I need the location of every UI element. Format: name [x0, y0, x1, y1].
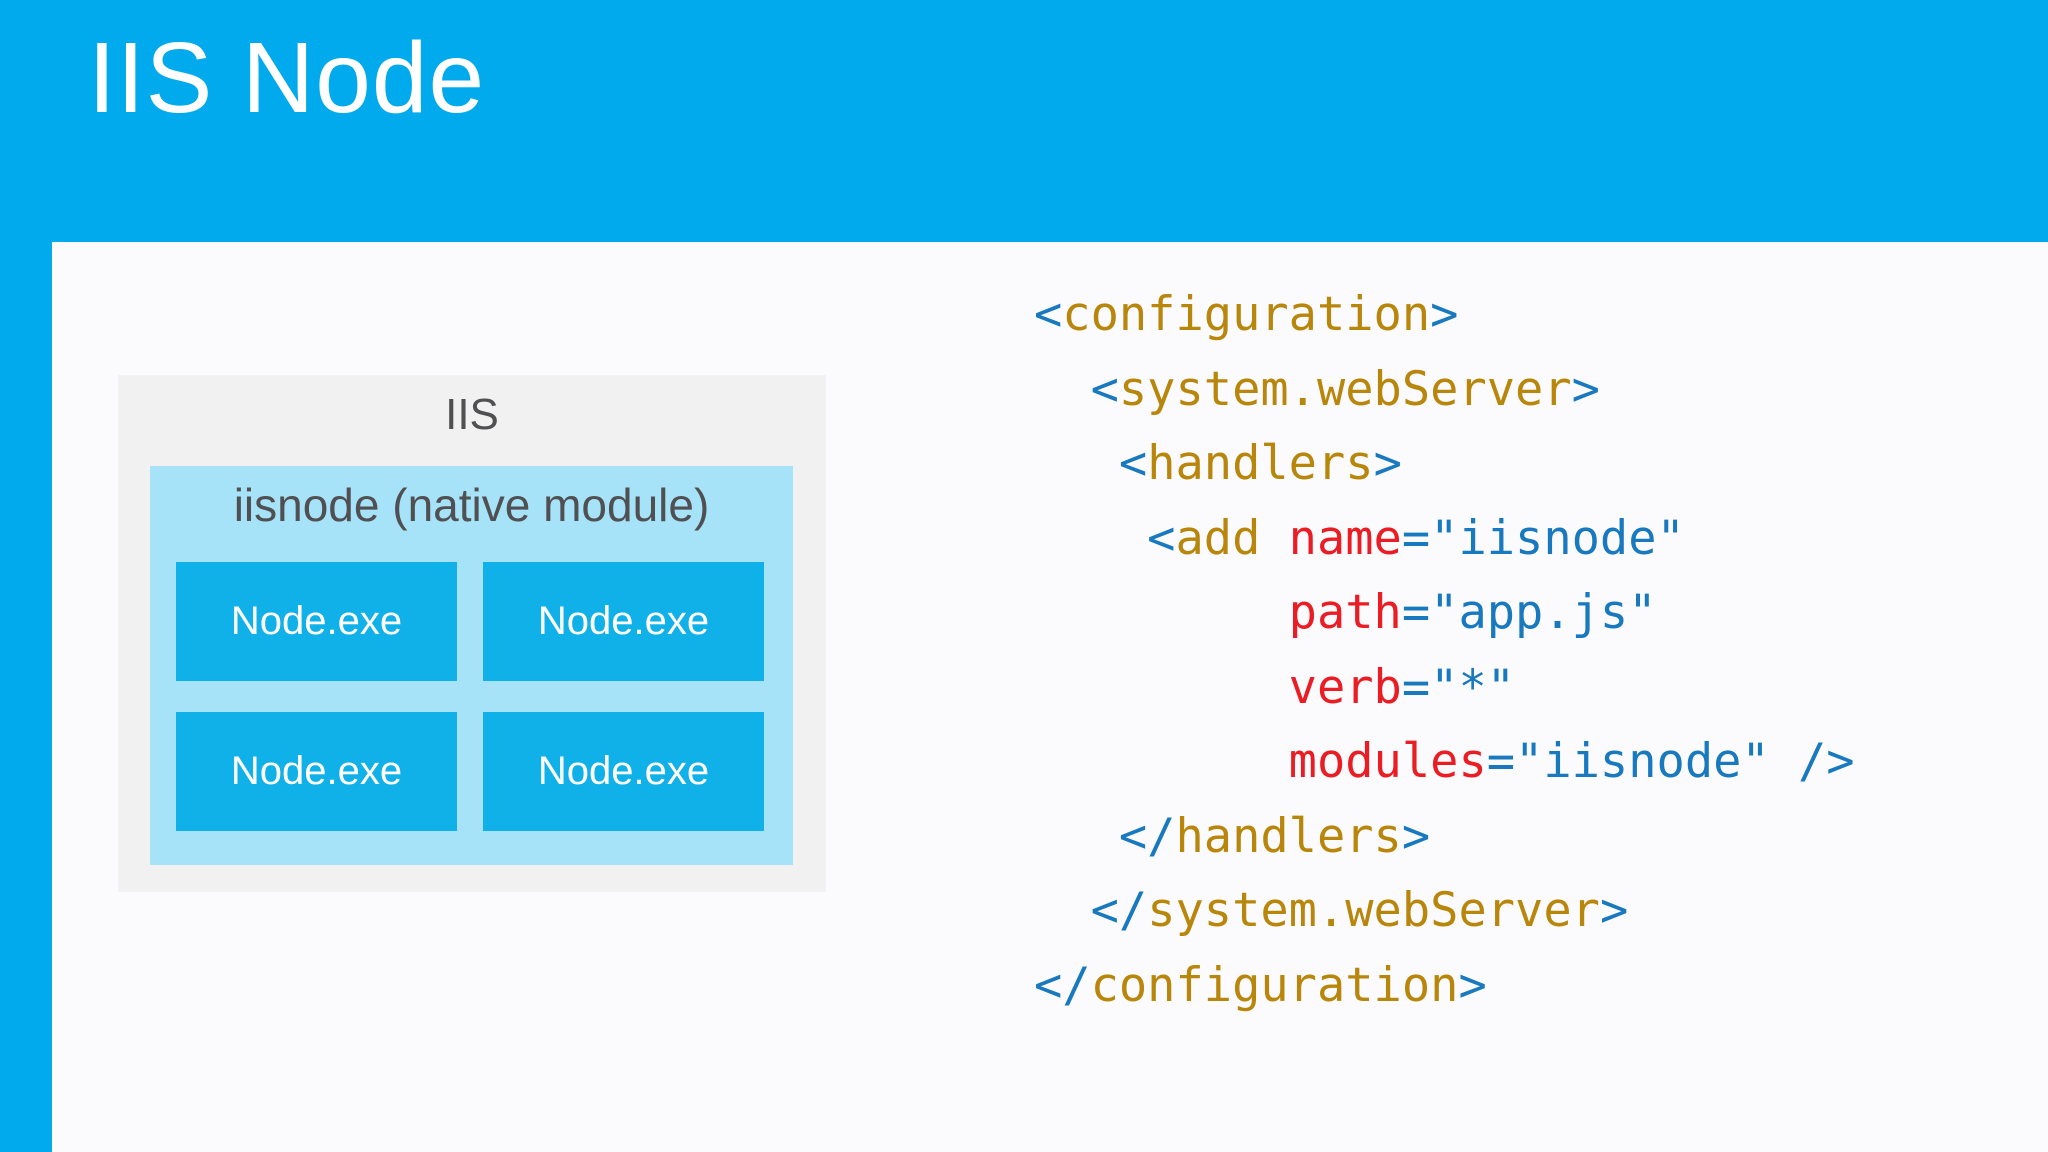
code-token: modules — [1288, 734, 1487, 789]
code-token: < — [1034, 287, 1063, 342]
slide-title: IIS Node — [88, 22, 486, 134]
code-line: <system.webServer> — [1034, 353, 1855, 428]
code-line: </handlers> — [1034, 800, 1855, 875]
code-token: add — [1175, 510, 1261, 566]
node-exe-box: Node.exe — [483, 562, 764, 681]
node-exe-box: Node.exe — [483, 712, 764, 831]
code-token: > — [1430, 287, 1459, 342]
code-token: > — [1458, 957, 1487, 1013]
code-line: <add name="iisnode" — [1034, 502, 1855, 577]
code-token — [1034, 734, 1289, 789]
node-exe-label: Node.exe — [537, 749, 710, 793]
code-token — [1034, 585, 1289, 640]
web-config-code: <configuration> <system.webServer> <hand… — [1034, 278, 1855, 1023]
code-token — [1260, 511, 1288, 566]
code-line: verb="*" — [1034, 651, 1855, 726]
node-exe-label: Node.exe — [230, 599, 403, 643]
code-token: ="app.js" — [1401, 585, 1657, 640]
code-token: name — [1288, 510, 1402, 566]
code-line: </system.webServer> — [1034, 874, 1855, 949]
iisnode-module-label: iisnode (native module) — [233, 479, 710, 531]
code-token: < — [1034, 361, 1119, 417]
code-token: handlers — [1147, 436, 1374, 491]
code-token: < — [1034, 436, 1148, 491]
code-token: < — [1034, 510, 1176, 566]
code-line: modules="iisnode" /> — [1034, 725, 1855, 800]
code-token — [1034, 660, 1289, 715]
code-token: system.webServer — [1118, 361, 1572, 417]
code-token: handlers — [1175, 808, 1402, 864]
code-token: </ — [1034, 957, 1091, 1013]
code-token: path — [1288, 585, 1402, 640]
code-token: configuration — [1090, 957, 1459, 1013]
code-token: > — [1401, 808, 1431, 864]
code-line: <configuration> — [1034, 278, 1855, 353]
code-token: > — [1373, 436, 1402, 491]
code-line: </configuration> — [1034, 949, 1855, 1024]
code-token: system.webServer — [1147, 883, 1600, 938]
code-token: > — [1571, 361, 1600, 417]
node-exe-label: Node.exe — [230, 749, 403, 793]
node-exe-box: Node.exe — [176, 712, 457, 831]
code-line: path="app.js" — [1034, 576, 1855, 651]
code-token: > — [1599, 883, 1629, 938]
code-token: ="*" — [1401, 659, 1516, 715]
code-token: verb — [1288, 659, 1402, 715]
iis-box-label: IIS — [445, 390, 499, 439]
code-token: configuration — [1062, 287, 1431, 342]
node-exe-label: Node.exe — [537, 599, 710, 643]
node-exe-box: Node.exe — [176, 562, 457, 681]
code-token: ="iisnode" /> — [1486, 734, 1855, 789]
code-line: <handlers> — [1034, 427, 1855, 502]
code-token: ="iisnode" — [1401, 510, 1685, 566]
code-token: </ — [1034, 808, 1176, 864]
code-token: </ — [1034, 883, 1148, 938]
